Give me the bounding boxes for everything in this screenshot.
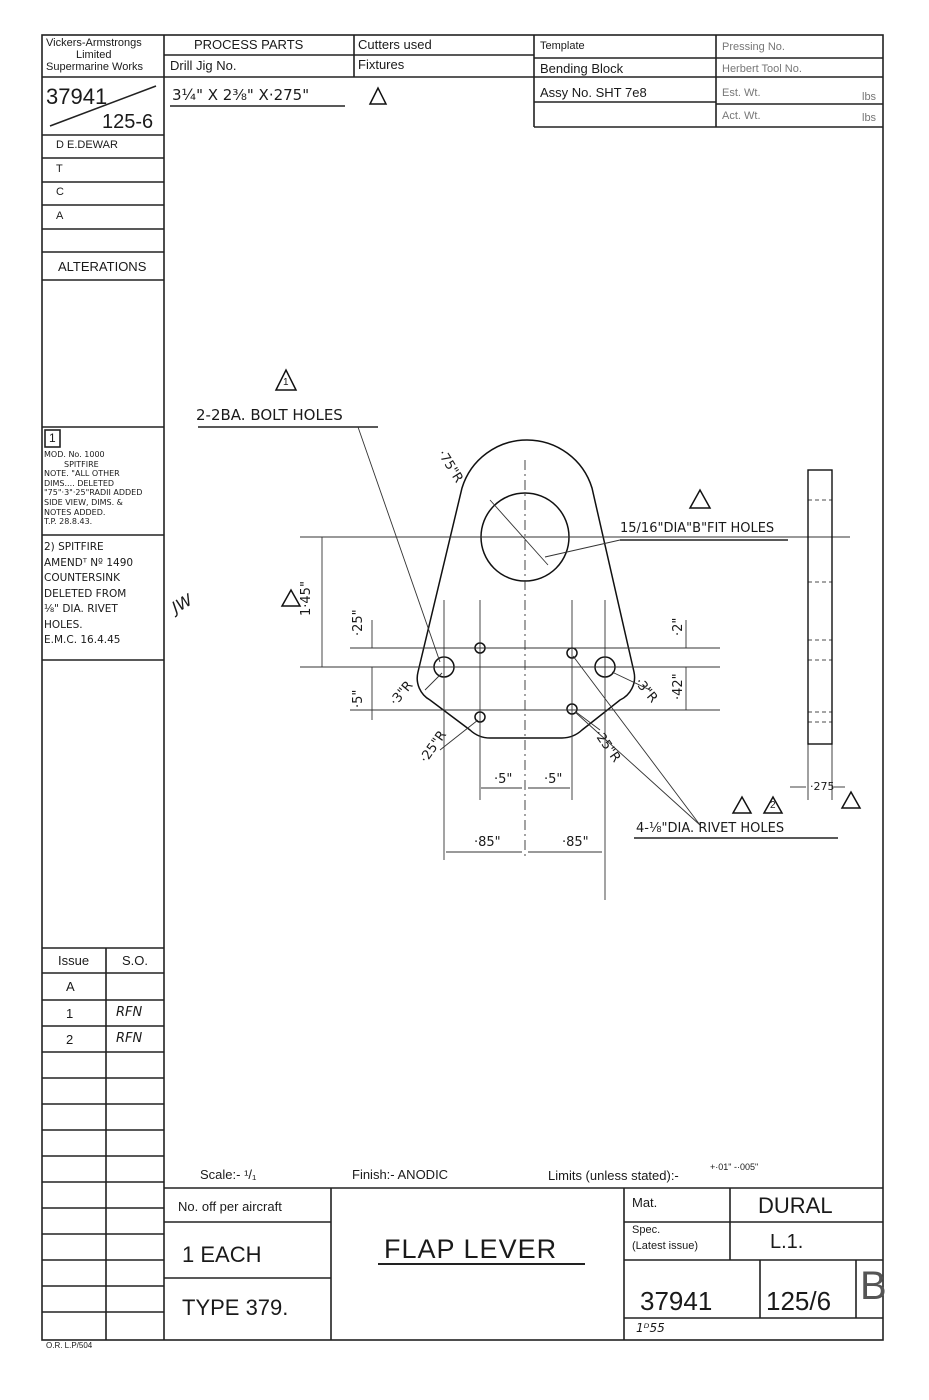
process-parts-label: PROCESS PARTS xyxy=(194,37,304,52)
pitch-85-left-label: ·85" xyxy=(474,835,501,850)
bolt-holes-note: 2-2BA. BOLT HOLES xyxy=(196,406,343,424)
checked-label: C xyxy=(56,186,64,198)
template-label: Template xyxy=(540,40,585,52)
spec-value: L.1. xyxy=(770,1231,804,1253)
act-weight-unit: lbs xyxy=(862,112,877,124)
alteration-1-number: 1 xyxy=(49,431,56,445)
revision-triangle xyxy=(274,368,298,391)
triangle-label-2: 2 xyxy=(770,800,776,811)
drawn-by: D E.DEWAR xyxy=(56,139,118,151)
issue-row-issue: 2 xyxy=(66,1032,74,1047)
assy-no-label: Assy No. SHT 7e8 xyxy=(540,85,647,100)
stock-size: 3¼" X 2⅜" X·275" xyxy=(172,86,310,104)
alterations-heading: ALTERATIONS xyxy=(58,259,147,274)
drill-jig-label: Drill Jig No. xyxy=(170,58,237,73)
est-weight-label: Est. Wt. xyxy=(722,87,761,99)
finish-label: Finish:- ANODIC xyxy=(352,1167,449,1182)
alteration-1-note: MOD. No. 1000 SPITFIRE NOTE. "ALL OTHER … xyxy=(44,450,143,527)
handwritten-note: 1ᴰ55 xyxy=(636,1321,665,1335)
material-value: DURAL xyxy=(758,1193,833,1218)
issue-header: Issue xyxy=(58,953,90,968)
cutters-used-label: Cutters used xyxy=(358,37,432,52)
fit-holes-note: 15/16"DIA"B"FIT HOLES xyxy=(620,521,775,536)
thickness-label: ·275 xyxy=(810,780,835,793)
offset-2-label: ·2" xyxy=(671,617,686,636)
material-label: Mat. xyxy=(632,1195,658,1210)
est-weight-unit: lbs xyxy=(862,91,877,103)
rivet-holes-note: 4-⅛"DIA. RIVET HOLES xyxy=(636,821,785,836)
issue-row-issue: A xyxy=(66,979,75,994)
issue-row-signature: RFN xyxy=(116,1005,143,1020)
pitch-5-right-label: ·5" xyxy=(544,772,563,787)
fixtures-label: Fixtures xyxy=(358,57,405,72)
sheet-number: 125-6 xyxy=(102,111,154,133)
issue-letter: B xyxy=(860,1264,887,1308)
issue-row-issue: 1 xyxy=(66,1006,74,1021)
issue-row-signature: RFN xyxy=(116,1031,143,1046)
approved-label: A xyxy=(56,210,64,222)
company-name-line3: Supermarine Works xyxy=(46,61,143,73)
triangle-label-1: 1 xyxy=(283,377,289,388)
no-off-label: No. off per aircraft xyxy=(178,1199,282,1214)
offset-42-label: ·42" xyxy=(671,673,686,700)
quantity: 1 EACH xyxy=(182,1242,262,1267)
traced-label: T xyxy=(56,163,63,175)
footer-sheet-number: 125/6 xyxy=(766,1286,832,1316)
company-name-line1: Vickers-Armstrongs xyxy=(46,37,142,49)
drawing-title: FLAP LEVER xyxy=(384,1234,558,1264)
so-header: S.O. xyxy=(122,953,149,968)
sheet-border xyxy=(41,34,884,1341)
company-name-line2: Limited xyxy=(76,49,112,61)
height-145-label: 1·45" xyxy=(299,581,314,616)
offset-25-label: ·25" xyxy=(351,609,366,636)
scale-label: Scale:- ¹/₁ xyxy=(200,1167,257,1182)
pitch-5-left-label: ·5" xyxy=(494,772,513,787)
alteration-2-note: 2) SPITFIRE AMENDᵀ Nº 1490 COUNTERSINK D… xyxy=(44,541,134,646)
part-number: 37941 xyxy=(46,84,108,109)
bending-block-label: Bending Block xyxy=(540,61,624,76)
side-view xyxy=(790,469,845,800)
footer-part-number: 37941 xyxy=(640,1286,713,1316)
spec-label: Spec. xyxy=(632,1224,661,1236)
pressing-no-label: Pressing No. xyxy=(722,41,785,53)
form-reference: O.R. L.P/504 xyxy=(46,1341,93,1350)
aircraft-type: TYPE 379. xyxy=(182,1295,289,1320)
spec-sub-label: (Latest issue) xyxy=(632,1240,699,1252)
limits-tolerance: +·01" -·005" xyxy=(710,1162,759,1172)
offset-5-vertical-label: ·5" xyxy=(351,689,366,708)
act-weight-label: Act. Wt. xyxy=(722,110,761,122)
herbert-tool-label: Herbert Tool No. xyxy=(722,63,802,75)
limits-label: Limits (unless stated):- xyxy=(548,1168,679,1183)
flap-lever-outline xyxy=(416,439,636,739)
pitch-85-right-label: ·85" xyxy=(562,835,589,850)
